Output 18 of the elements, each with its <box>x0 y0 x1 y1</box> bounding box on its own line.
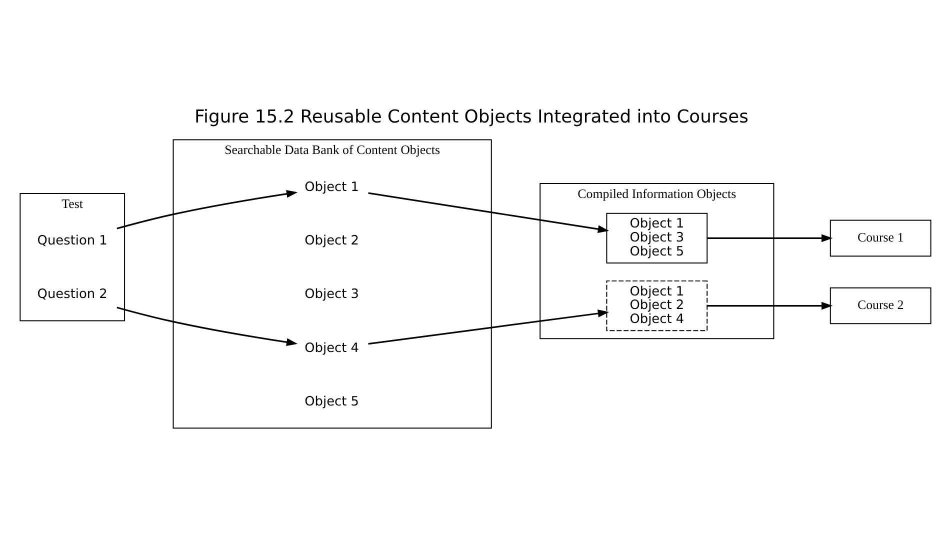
arrow <box>707 234 833 242</box>
node-text: Object 4 <box>304 340 359 356</box>
node-text: Object 3 <box>304 286 359 302</box>
arrow <box>116 306 298 346</box>
arrow <box>707 301 833 310</box>
node-box: Object 1 Object 3 Object 5 <box>606 212 708 264</box>
node-text: Question 1 <box>37 233 108 248</box>
arrow <box>368 309 610 344</box>
node-box: Course 2 <box>830 286 932 324</box>
node-text: Question 2 <box>37 286 108 302</box>
diagram-title: Figure 15.2 Reusable Content Objects Integrated into Courses <box>194 106 748 127</box>
node-text: Object 2 <box>304 233 359 248</box>
node-box: Course 1 <box>830 219 932 256</box>
node-text: Object 1 <box>304 179 359 194</box>
arrow <box>116 190 298 229</box>
arrow <box>368 192 610 232</box>
node-text: Object 5 <box>304 394 359 410</box>
node-box: Object 1 Object 2 Object 4 <box>606 280 708 331</box>
